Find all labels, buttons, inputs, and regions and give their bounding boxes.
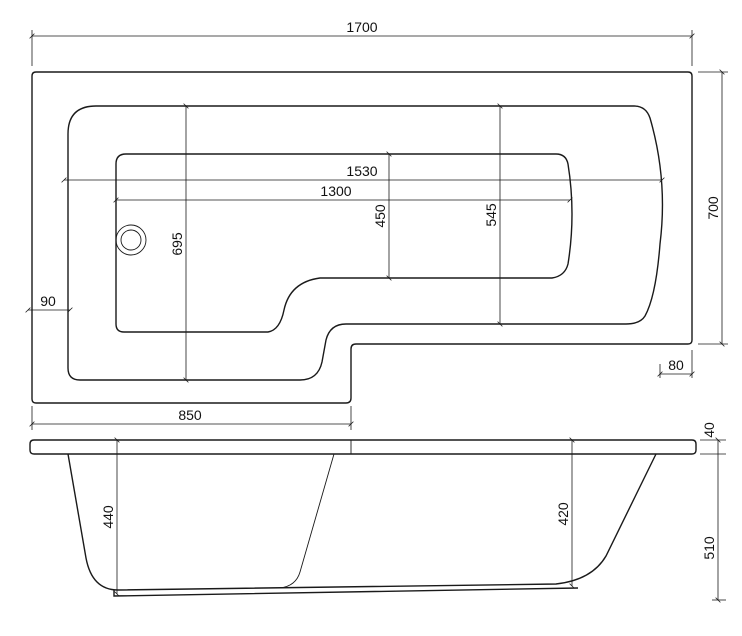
dim-drain-end-depth: 440 (100, 505, 116, 529)
dim-rim-thickness: 40 (701, 422, 717, 438)
bath-rim-side (29, 439, 697, 455)
dim-narrow-end-width: 850 (178, 407, 202, 423)
dim-floor-width: 450 (372, 204, 388, 228)
bath-floor (115, 153, 573, 333)
dim-floor-length: 1300 (320, 183, 351, 199)
dim-wide-end-width: 545 (483, 203, 499, 227)
drain-icon (115, 224, 147, 256)
dim-side-margin: 90 (40, 293, 56, 309)
side-view: 440 420 40 510 (29, 422, 726, 603)
bath-tub-body (67, 453, 657, 591)
dim-inner-length: 1530 (346, 163, 377, 179)
dim-step-offset: 80 (668, 357, 684, 373)
dim-foot-end-depth: 420 (555, 502, 571, 526)
bath-inner-basin (67, 105, 664, 381)
dim-total-length: 1700 (346, 19, 377, 35)
bath-foot (113, 587, 579, 597)
dim-drain-end-width: 695 (169, 232, 185, 256)
dim-total-width: 700 (705, 196, 721, 220)
plan-view: 1700 700 1530 1300 695 450 545 90 80 (25, 19, 728, 430)
bath-panel-edge (279, 453, 335, 589)
bath-outer-rim (31, 71, 693, 404)
dim-overall-depth: 510 (701, 536, 717, 560)
